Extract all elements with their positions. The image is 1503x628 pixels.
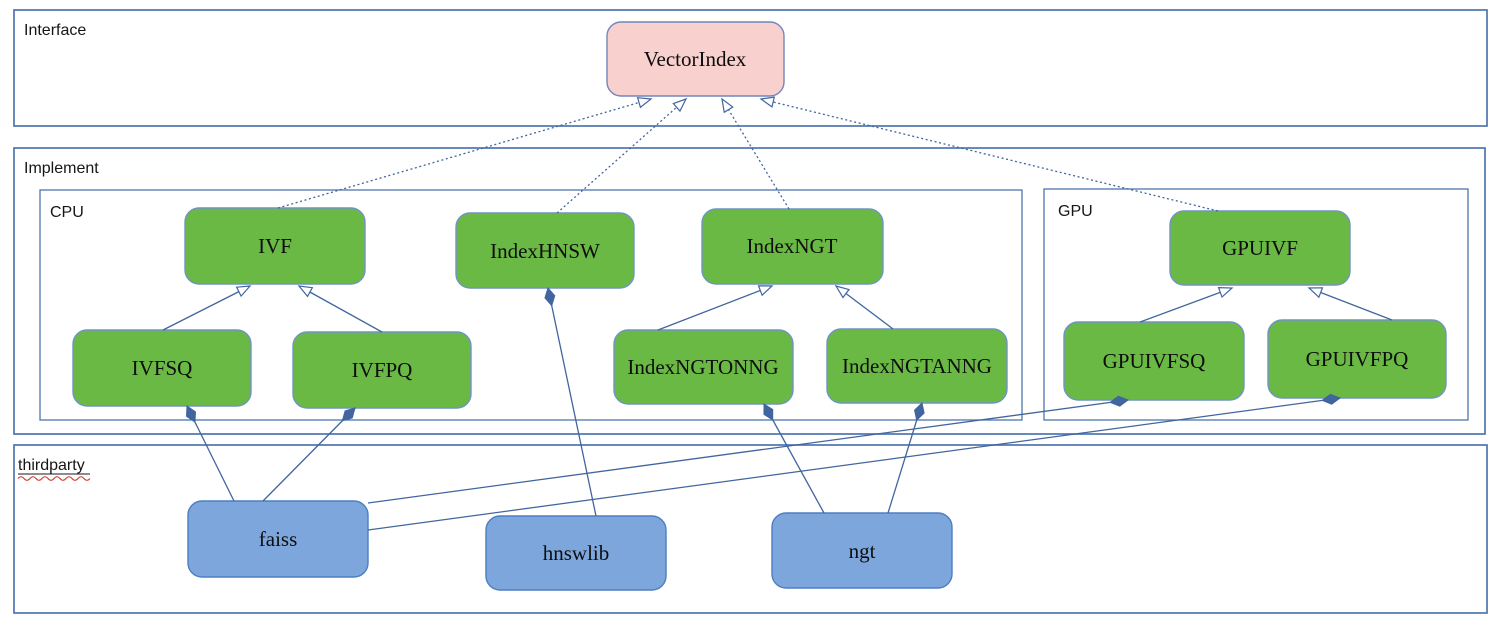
container-interface-label: Interface <box>24 22 86 39</box>
node-hnswlib[interactable]: hnswlib <box>485 515 667 591</box>
edge-indexhnsw-to-vectorindex[interactable] <box>556 97 688 214</box>
node-ivf-rect <box>184 207 366 285</box>
node-indexhnsw[interactable]: IndexHNSW <box>455 212 635 289</box>
node-gpuivfsq[interactable]: GPUIVFSQ <box>1063 321 1245 401</box>
node-indexngtonng-rect <box>613 329 794 405</box>
edge-indexngtanng-to-indexngt[interactable] <box>834 285 894 330</box>
edge-faiss-to-ivfpq[interactable] <box>262 407 356 502</box>
node-indexngtonng-label: IndexNGTONNG <box>627 355 778 379</box>
node-indexngtanng-label: IndexNGTANNG <box>842 354 992 378</box>
node-ivfpq-label: IVFPQ <box>352 358 413 382</box>
node-gpuivfpq-rect <box>1267 319 1447 399</box>
thirdparty-spellcheck-squiggle-icon <box>17 476 91 481</box>
container-cpu-rect <box>39 189 1023 421</box>
edge-ivf-to-vectorindex[interactable] <box>277 97 653 209</box>
edge-ngt-to-indexngtanng[interactable] <box>887 402 925 514</box>
node-gpuivfpq-label: GPUIVFPQ <box>1306 347 1409 371</box>
node-gpuivfsq-label: GPUIVFSQ <box>1103 349 1206 373</box>
node-hnswlib-label: hnswlib <box>543 541 610 565</box>
node-ngt-rect <box>771 512 953 589</box>
edge-ngt-to-indexngtonng[interactable] <box>763 403 825 514</box>
node-indexngt-label: IndexNGT <box>747 234 838 258</box>
container-gpu-label: GPU <box>1058 203 1093 220</box>
node-hnswlib-rect <box>485 515 667 591</box>
node-ivfsq-label: IVFSQ <box>132 356 193 380</box>
edge-faiss-to-ivfsq[interactable] <box>185 405 235 502</box>
edge-indexngtonng-to-indexngt[interactable] <box>657 285 774 331</box>
node-indexngt[interactable]: IndexNGT <box>701 208 884 285</box>
edge-gpuivfsq-to-gpuivf[interactable] <box>1139 287 1234 323</box>
edge-hnswlib-to-indexhnsw[interactable] <box>544 286 597 517</box>
node-gpuivf-rect <box>1169 210 1351 286</box>
node-ivfsq-rect <box>72 329 252 407</box>
container-thirdparty[interactable]: thirdparty <box>13 444 1488 614</box>
node-gpuivf-label: GPUIVF <box>1222 236 1298 260</box>
container-cpu-label: CPU <box>50 204 84 221</box>
node-gpuivfpq[interactable]: GPUIVFPQ <box>1267 319 1447 399</box>
node-indexngtonng[interactable]: IndexNGTONNG <box>613 329 794 405</box>
edge-gpuivfpq-to-gpuivf[interactable] <box>1307 287 1393 321</box>
edge-faiss-to-gpuivfsq[interactable] <box>367 395 1130 504</box>
node-faiss-label: faiss <box>259 527 298 551</box>
node-gpuivfsq-rect <box>1063 321 1245 401</box>
container-implement[interactable]: Implement <box>13 147 1486 435</box>
node-ivfpq[interactable]: IVFPQ <box>292 331 472 409</box>
container-interface[interactable]: Interface <box>13 9 1488 127</box>
container-interface-rect <box>13 9 1488 127</box>
node-gpuivf[interactable]: GPUIVF <box>1169 210 1351 286</box>
node-indexhnsw-label: IndexHNSW <box>490 239 600 263</box>
edge-gpuivf-to-vectorindex[interactable] <box>759 96 1219 212</box>
node-ivf-label: IVF <box>258 234 292 258</box>
edge-ivfpq-to-ivf[interactable] <box>297 285 383 333</box>
node-faiss[interactable]: faiss <box>187 500 369 578</box>
node-indexngtanng[interactable]: IndexNGTANNG <box>826 328 1008 404</box>
container-cpu[interactable]: CPU <box>39 189 1023 421</box>
edge-ivfsq-to-ivf[interactable] <box>162 285 252 331</box>
container-implement-label: Implement <box>24 160 99 177</box>
node-vectorindex[interactable]: VectorIndex <box>606 21 785 97</box>
container-gpu-rect <box>1043 188 1469 421</box>
node-vectorindex-label: VectorIndex <box>644 47 747 71</box>
node-ngt-label: ngt <box>849 539 876 563</box>
container-thirdparty-label: thirdparty <box>18 457 85 474</box>
edge-indexngt-to-vectorindex[interactable] <box>721 97 790 210</box>
container-thirdparty-rect <box>13 444 1488 614</box>
node-ivfsq[interactable]: IVFSQ <box>72 329 252 407</box>
container-implement-rect <box>13 147 1486 435</box>
node-vectorindex-rect <box>606 21 785 97</box>
node-ngt[interactable]: ngt <box>771 512 953 589</box>
node-faiss-rect <box>187 500 369 578</box>
node-ivf[interactable]: IVF <box>184 207 366 285</box>
edge-faiss-to-gpuivfpq[interactable] <box>367 393 1342 531</box>
container-gpu[interactable]: GPU <box>1043 188 1469 421</box>
node-indexngt-rect <box>701 208 884 285</box>
